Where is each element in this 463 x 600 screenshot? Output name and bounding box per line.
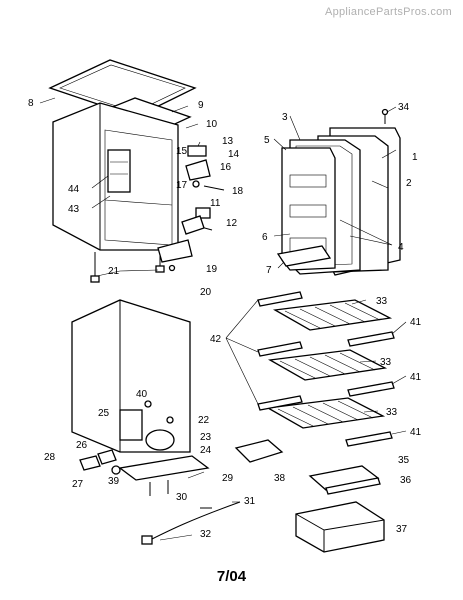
callout-14: 14 xyxy=(228,149,240,160)
callout-37: 37 xyxy=(396,524,408,535)
callout-10: 10 xyxy=(206,119,218,130)
callout-12: 12 xyxy=(226,218,238,229)
callout-23: 23 xyxy=(200,432,212,443)
bins-and-trays xyxy=(234,439,385,553)
callout-41b: 41 xyxy=(410,372,422,383)
callout-5: 5 xyxy=(264,135,270,146)
callout-22: 22 xyxy=(198,415,210,426)
callout-16: 16 xyxy=(220,162,232,173)
callout-39: 39 xyxy=(108,476,120,487)
callout-6: 6 xyxy=(262,232,268,243)
callout-33c: 33 xyxy=(386,407,398,418)
callout-32: 32 xyxy=(200,529,212,540)
callout-11: 11 xyxy=(210,198,221,209)
callout-40: 40 xyxy=(136,389,148,400)
cabinet-assembly xyxy=(48,59,197,283)
revision-date: 7/04 xyxy=(216,568,247,585)
callout-26: 26 xyxy=(76,440,88,451)
callout-19: 19 xyxy=(206,264,218,275)
callout-29: 29 xyxy=(222,473,234,484)
callout-31: 31 xyxy=(244,496,256,507)
callout-41c: 41 xyxy=(410,427,422,438)
callout-8: 8 xyxy=(28,98,34,109)
callout-42: 42 xyxy=(210,334,222,345)
callout-3: 3 xyxy=(282,112,288,123)
callout-1: 1 xyxy=(412,152,418,163)
callout-13: 13 xyxy=(222,136,234,147)
callout-21: 21 xyxy=(108,266,120,277)
rear-cabinet-compressor xyxy=(71,299,241,545)
callout-28: 28 xyxy=(44,452,56,463)
callout-15: 15 xyxy=(176,146,188,157)
callout-43: 43 xyxy=(68,204,80,215)
callout-7: 7 xyxy=(266,265,272,276)
callout-30: 30 xyxy=(176,492,188,503)
callout-4: 4 xyxy=(398,242,404,253)
thermostat-parts xyxy=(181,145,225,235)
callout-38: 38 xyxy=(274,473,286,484)
callout-9: 9 xyxy=(198,100,204,111)
callout-41: 41 xyxy=(410,317,422,328)
shelf-assembly xyxy=(257,291,395,447)
door-assembly xyxy=(276,108,401,276)
callout-36: 36 xyxy=(400,475,412,486)
callout-labels: 8 9 10 34 3 1 5 13 15 14 16 44 17 18 2 4… xyxy=(28,98,422,540)
watermark: AppliancePartsPros.com xyxy=(324,6,452,18)
callout-27: 27 xyxy=(72,479,84,490)
callout-34: 34 xyxy=(398,102,410,113)
callout-33b: 33 xyxy=(380,357,392,368)
callout-24: 24 xyxy=(200,445,212,456)
callout-2: 2 xyxy=(406,178,412,189)
callout-18: 18 xyxy=(232,186,244,197)
callout-44: 44 xyxy=(68,184,80,195)
callout-35: 35 xyxy=(398,455,410,466)
callout-33: 33 xyxy=(376,296,388,307)
leader-lines xyxy=(39,97,407,541)
callout-25: 25 xyxy=(98,408,110,419)
callout-20: 20 xyxy=(200,287,212,298)
callout-17: 17 xyxy=(176,180,188,191)
